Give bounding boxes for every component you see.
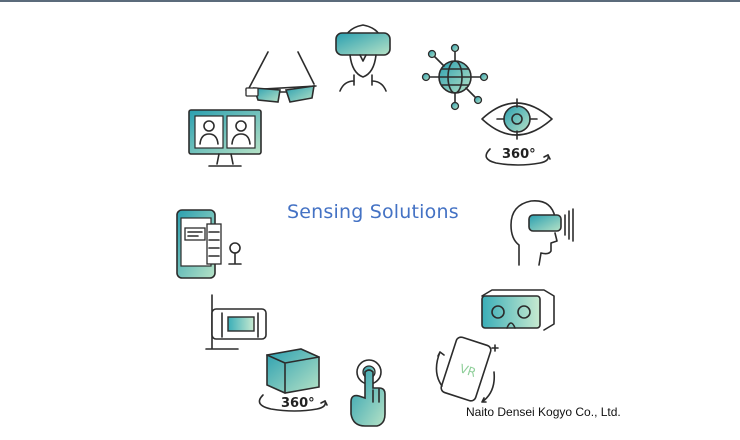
vr-phone-rotate-icon: VR <box>435 336 499 403</box>
smart-glasses-icon <box>245 51 317 103</box>
company-name: Naito Densei Kogyo Co., Ltd. <box>466 405 621 419</box>
ar-room-icon <box>205 294 267 350</box>
eye-360-icon: 360° <box>481 98 553 166</box>
touch-hand-icon <box>350 359 386 427</box>
svg-text:VR: VR <box>458 361 478 379</box>
smartphone-chat-icon <box>176 209 242 279</box>
vr-headset-person-icon <box>335 24 391 92</box>
video-call-monitor-icon <box>188 109 262 167</box>
page-title: Sensing Solutions <box>287 201 459 223</box>
svg-text:360°: 360° <box>281 396 315 411</box>
svg-text:360°: 360° <box>502 147 536 162</box>
vr-headset-profile-icon <box>510 200 574 266</box>
cardboard-vr-icon <box>481 289 555 331</box>
network-globe-icon <box>421 43 489 111</box>
top-border <box>0 0 740 2</box>
cube-360-icon: 360° <box>258 348 328 412</box>
